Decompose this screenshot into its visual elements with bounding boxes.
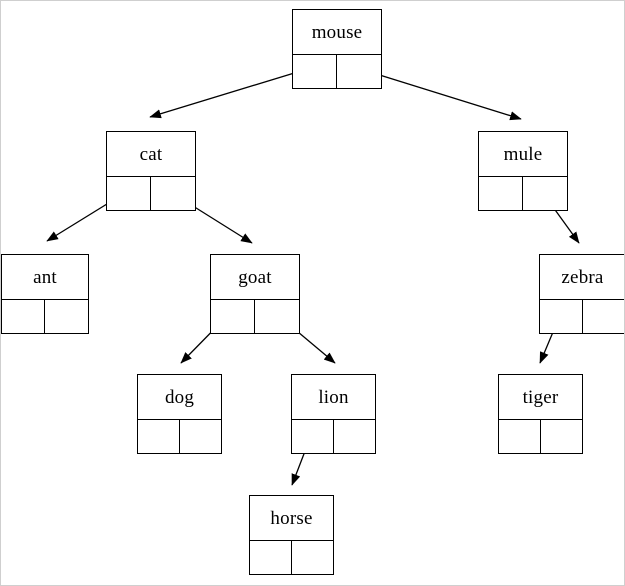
node-left-pointer-dog[interactable] [138,420,180,453]
tree-node-dog[interactable]: dog [137,374,222,454]
node-right-pointer-horse[interactable] [292,541,334,574]
node-left-pointer-tiger[interactable] [499,420,541,453]
node-right-pointer-tiger[interactable] [541,420,583,453]
tree-node-zebra[interactable]: zebra [539,254,625,334]
node-right-pointer-dog[interactable] [180,420,222,453]
node-label-goat: goat [238,266,272,288]
node-pointer-row-horse [250,540,333,574]
node-label-ant: ant [33,266,57,288]
node-pointer-row-ant [2,299,88,333]
node-pointer-row-zebra [540,299,625,333]
node-pointer-row-dog [138,419,221,453]
node-left-pointer-zebra[interactable] [540,300,583,333]
node-pointer-row-cat [107,176,195,210]
tree-node-ant[interactable]: ant [1,254,89,334]
node-left-pointer-mule[interactable] [479,177,523,210]
node-right-pointer-zebra[interactable] [583,300,625,333]
node-right-pointer-ant[interactable] [45,300,88,333]
node-pointer-row-mouse [293,54,381,88]
tree-node-tiger[interactable]: tiger [498,374,583,454]
tree-node-cat[interactable]: cat [106,131,196,211]
tree-edge-mouse-cat [149,66,315,119]
tree-node-mule[interactable]: mule [478,131,568,211]
node-label-horse: horse [270,507,313,529]
node-right-pointer-lion[interactable] [334,420,376,453]
node-label-zebra: zebra [561,266,604,288]
node-pointer-row-tiger [499,419,582,453]
node-pointer-row-mule [479,176,567,210]
node-right-pointer-mule[interactable] [523,177,567,210]
node-right-pointer-goat[interactable] [255,300,299,333]
node-label-mule: mule [503,143,543,165]
node-label-tiger: tiger [522,386,559,408]
node-right-pointer-cat[interactable] [151,177,195,210]
node-left-pointer-cat[interactable] [107,177,151,210]
node-left-pointer-goat[interactable] [211,300,255,333]
node-label-lion: lion [318,386,349,408]
tree-node-goat[interactable]: goat [210,254,300,334]
node-label-mouse: mouse [311,21,363,43]
node-pointer-row-goat [211,299,299,333]
tree-node-mouse[interactable]: mouse [292,9,382,89]
node-left-pointer-horse[interactable] [250,541,292,574]
node-left-pointer-mouse[interactable] [293,55,337,88]
tree-node-horse[interactable]: horse [249,495,334,575]
node-label-cat: cat [139,143,163,165]
node-pointer-row-lion [292,419,375,453]
node-label-dog: dog [164,386,195,408]
tree-node-lion[interactable]: lion [291,374,376,454]
node-left-pointer-ant[interactable] [2,300,45,333]
node-right-pointer-mouse[interactable] [337,55,381,88]
node-left-pointer-lion[interactable] [292,420,334,453]
